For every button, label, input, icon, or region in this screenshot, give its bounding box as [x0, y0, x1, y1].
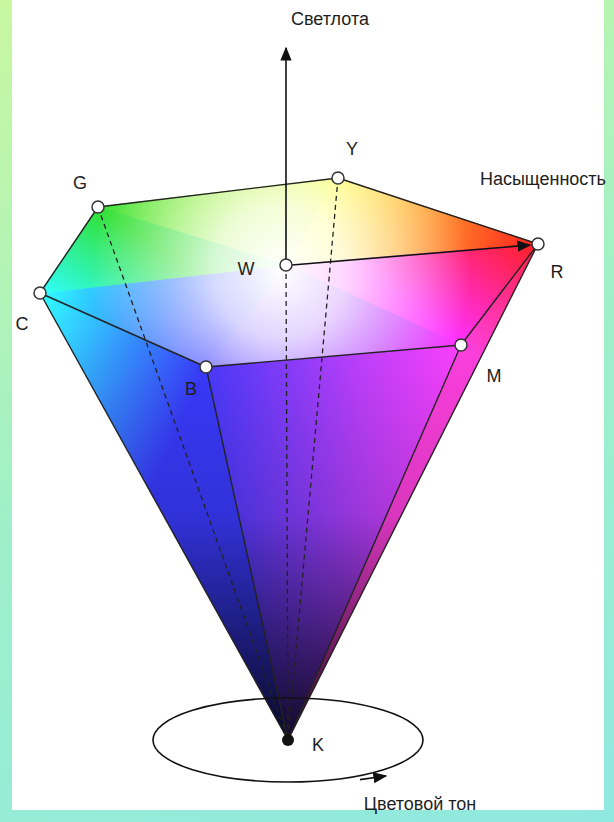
vertex-label: K [312, 736, 324, 756]
hidden-edges [98, 178, 338, 740]
vertex-label: Y [346, 140, 358, 160]
lightness-axis [285, 48, 287, 259]
hue-arrow [360, 776, 386, 780]
vertex-label: C [16, 315, 29, 335]
vertex-label: M [487, 367, 502, 387]
axis-label: Светлота [291, 10, 369, 30]
axis-label: Насыщенность [480, 170, 606, 190]
hue-ellipse [153, 698, 423, 782]
vertex-label: W [238, 260, 255, 280]
vertex-label: R [551, 263, 564, 283]
visible-edges [40, 178, 538, 740]
vertex-label: G [73, 174, 87, 194]
black-point [282, 734, 294, 746]
axis-label: Цветовой тон [364, 795, 477, 815]
vertex-points [34, 172, 544, 373]
vertex-label: B [185, 380, 197, 400]
top-hexagon [40, 178, 538, 367]
saturation-arrow [292, 245, 530, 265]
